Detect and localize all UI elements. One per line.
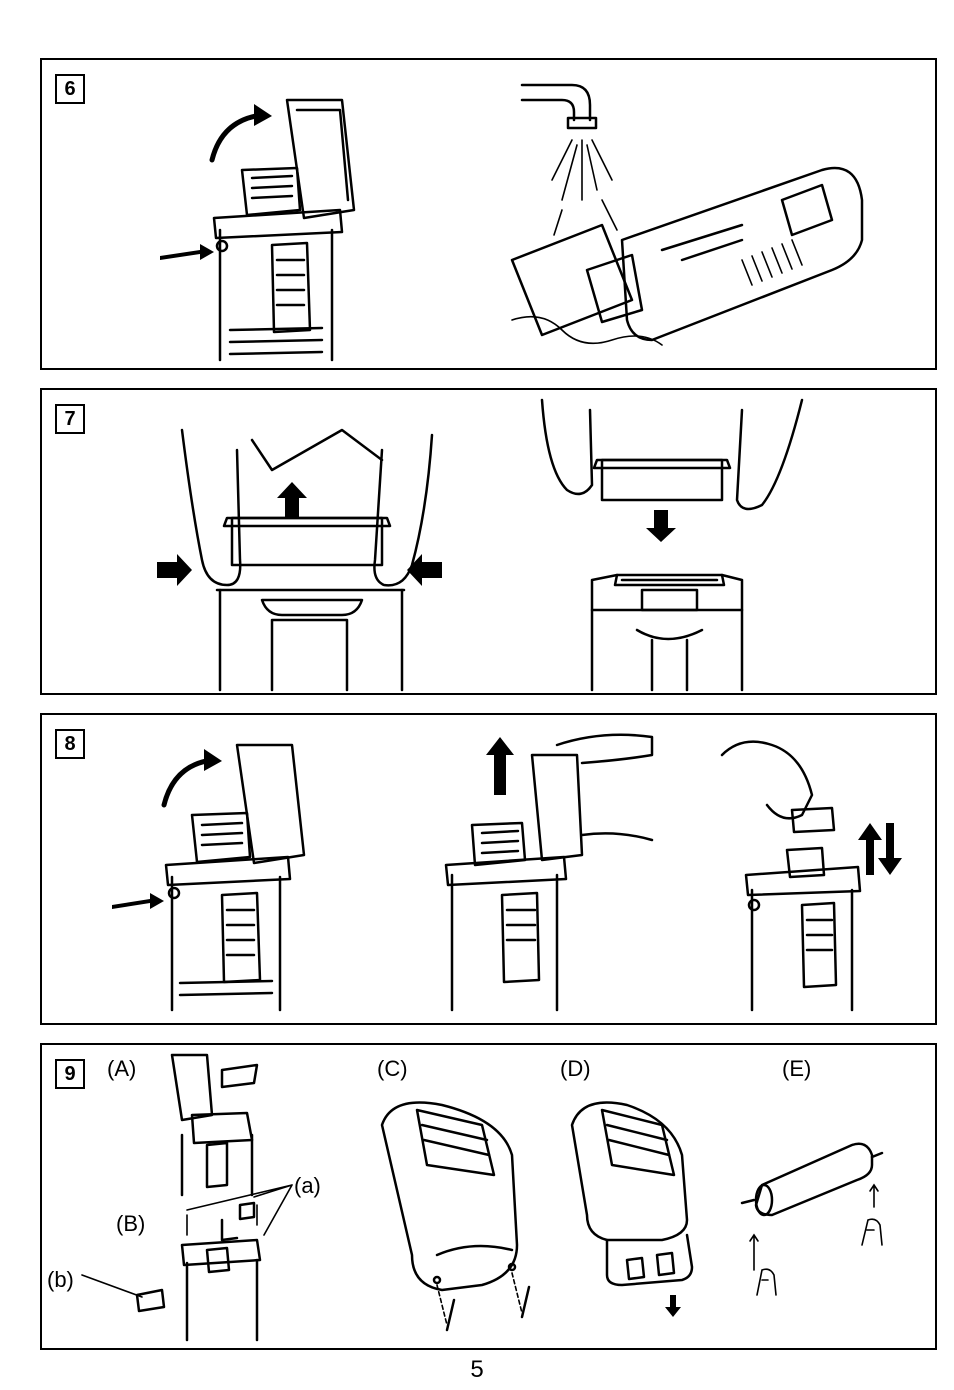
step-9-panel: 9 (A) (B) (C) (D) (E) (a) (b): [40, 1043, 937, 1350]
shaver-open-head: [214, 100, 354, 360]
rinse-under-tap: [512, 85, 862, 345]
lift-outer-frame: [446, 735, 652, 1010]
up-down-arrows-icon: [858, 823, 882, 875]
rotate-arrow-icon: [204, 749, 222, 771]
squeeze-left-arrow-icon: [157, 554, 192, 586]
step-6-panel: 6: [40, 58, 937, 370]
page-number: 5: [0, 1356, 954, 1384]
step-8-panel: 8: [40, 713, 937, 1025]
step-6-illustration: [42, 60, 935, 368]
squeeze-right-arrow-icon: [407, 554, 442, 586]
disassembly-A-B: [82, 1055, 292, 1340]
step-7-panel: 7: [40, 388, 937, 695]
remove-outer-foil: [182, 430, 432, 690]
step-9-illustration: [42, 1045, 935, 1348]
rotate-arrow-icon: [254, 104, 272, 126]
shaver-open-D: [572, 1103, 692, 1318]
step-7-illustration: [42, 390, 935, 693]
insert-inner-blade: [722, 742, 860, 1010]
motor-E: [742, 1144, 882, 1295]
up-arrow-icon: [277, 482, 307, 518]
down-arrow-icon: [646, 510, 676, 542]
shaver-back-C: [382, 1103, 529, 1331]
up-arrow-icon: [486, 737, 514, 795]
insert-outer-foil: [542, 400, 802, 690]
press-arrow-icon: [112, 893, 164, 909]
up-down-arrows-icon: [878, 823, 902, 875]
shaver-open-head: [166, 745, 304, 1010]
press-arrow-icon: [160, 244, 214, 260]
step-8-illustration: [42, 715, 935, 1023]
